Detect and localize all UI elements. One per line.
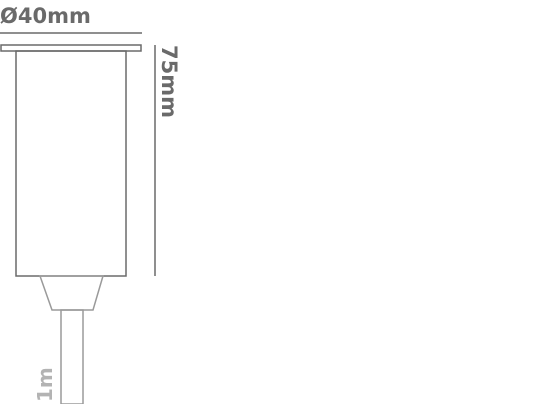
height-label: 75mm <box>157 45 181 118</box>
fixture-gland <box>38 275 105 311</box>
diameter-label: Ø40mm <box>0 4 91 28</box>
fixture-body <box>15 50 127 277</box>
diameter-dimension: Ø40mm <box>0 4 142 34</box>
cable-length-label: 1m <box>33 367 57 402</box>
height-dimension: 75mm <box>154 45 181 276</box>
fixture-cable <box>60 309 84 404</box>
fixture-outline <box>0 44 142 404</box>
fixture-flange <box>0 44 142 52</box>
